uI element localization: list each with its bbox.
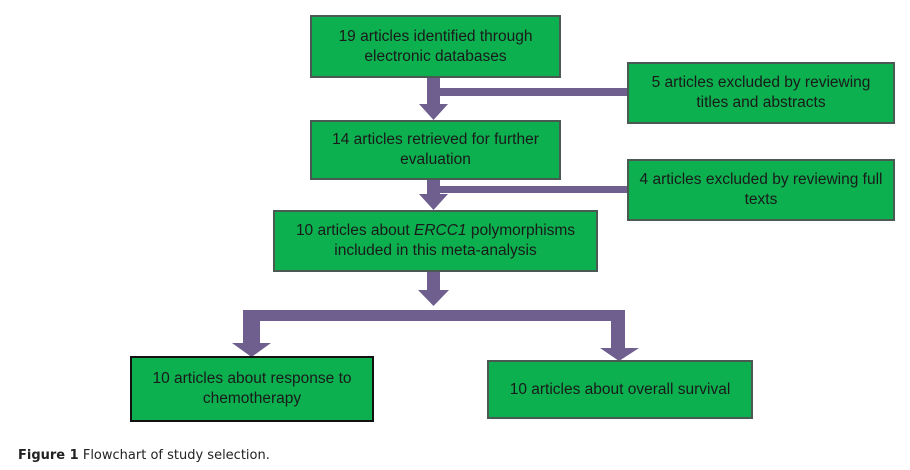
caption-label: Figure 1 xyxy=(18,448,79,463)
exclusion-branch-2 xyxy=(440,186,628,193)
arrow-shaft-3 xyxy=(427,270,440,291)
arrow-head-1 xyxy=(419,104,448,120)
split-right-shaft xyxy=(611,310,625,349)
box-survival-text: 10 articles about overall survival xyxy=(509,380,731,398)
box-response-text: 10 articles about response to chemothera… xyxy=(152,370,352,407)
box-retrieved: 14 articles retrieved for further evalua… xyxy=(310,120,561,180)
arrow-shaft-2 xyxy=(427,179,440,195)
included-gene-name: ERCC1 xyxy=(413,222,467,239)
box-excluded-titles-abstracts: 5 articles excluded by reviewing titles … xyxy=(627,62,895,124)
box-included: 10 articles about ERCC1 polymorphisms in… xyxy=(273,210,598,272)
figure-caption: Figure 1 Flowchart of study selection. xyxy=(18,448,270,463)
arrow-head-2 xyxy=(419,194,448,210)
box-included-text: 10 articles about ERCC1 polymorphisms in… xyxy=(283,221,588,261)
box-excluded-full-texts: 4 articles excluded by reviewing full te… xyxy=(627,159,895,221)
box-identified-text: 19 articles identified through electroni… xyxy=(338,27,533,65)
box-excluded-2-text: 4 articles excluded by reviewing full te… xyxy=(639,171,883,208)
box-identified: 19 articles identified through electroni… xyxy=(310,15,561,78)
included-prefix: 10 articles about xyxy=(295,222,414,239)
split-right-head xyxy=(600,348,639,361)
arrow-head-3 xyxy=(418,290,449,306)
included-suffix: polymorphisms included in this meta-anal… xyxy=(334,222,576,259)
box-retrieved-text: 14 articles retrieved for further evalua… xyxy=(332,131,539,168)
box-excluded-1-text: 5 articles excluded by reviewing titles … xyxy=(651,74,871,111)
arrow-shaft-1 xyxy=(427,77,440,105)
exclusion-branch-1 xyxy=(440,88,628,96)
caption-text: Flowchart of study selection. xyxy=(82,448,270,463)
split-bar xyxy=(243,310,625,321)
split-left-shaft xyxy=(243,310,260,344)
box-response-to-chemotherapy: 10 articles about response to chemothera… xyxy=(130,356,374,422)
split-left-head xyxy=(232,343,271,357)
box-overall-survival: 10 articles about overall survival xyxy=(487,360,753,419)
